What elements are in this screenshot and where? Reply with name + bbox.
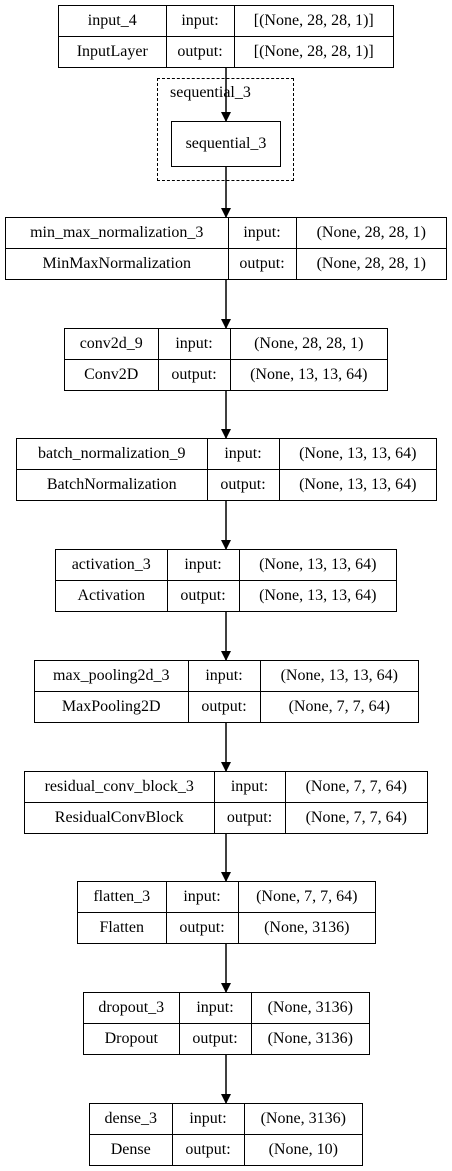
output-label: output: [227, 248, 297, 279]
output-shape: (None, 3136) [250, 1023, 369, 1054]
cluster-label: sequential_3 [170, 84, 251, 101]
layer-name: dropout_3 [84, 993, 180, 1024]
input-label: input: [165, 6, 235, 37]
output-shape: (None, 13, 13, 64) [238, 580, 396, 611]
input-shape: (None, 3136) [250, 993, 369, 1024]
output-label: output: [171, 1134, 245, 1165]
output-label: output: [206, 469, 280, 500]
layer-name: flatten_3 [78, 882, 167, 913]
input-shape: (None, 7, 7, 64) [237, 882, 375, 913]
output-shape: (None, 3136) [237, 912, 375, 943]
input-label: input: [213, 772, 286, 803]
output-shape: (None, 7, 7, 64) [284, 802, 427, 833]
input-label: input: [178, 993, 252, 1024]
layer-name: activation_3 [56, 550, 168, 581]
sequential-node[interactable]: sequential_3 [171, 121, 281, 167]
output-label: output: [157, 359, 231, 390]
output-shape: (None, 7, 7, 64) [259, 691, 418, 722]
input-label: input: [171, 1104, 245, 1135]
layer-class: ResidualConvBlock [25, 802, 215, 833]
output-shape: [(None, 28, 28, 1)] [233, 36, 393, 67]
input-shape: (None, 28, 28, 1) [229, 329, 387, 360]
input-shape: (None, 13, 13, 64) [278, 439, 436, 470]
layer-name: min_max_normalization_3 [6, 218, 229, 249]
output-shape: (None, 13, 13, 64) [278, 469, 436, 500]
layer-class: Activation [56, 580, 168, 611]
input-label: input: [227, 218, 297, 249]
layer-name: dense_3 [90, 1104, 173, 1135]
input-shape: (None, 3136) [243, 1104, 362, 1135]
layer-name: residual_conv_block_3 [25, 772, 215, 803]
sequential-cluster: sequential_3 [157, 78, 294, 181]
input-label: input: [166, 550, 240, 581]
output-label: output: [187, 691, 261, 722]
input-label: input: [206, 439, 280, 470]
layer-node-input[interactable]: input_4 input: [(None, 28, 28, 1)] Input… [58, 5, 394, 68]
layer-class: Conv2D [65, 359, 159, 390]
layer-class: BatchNormalization [17, 469, 208, 500]
layer-class: MaxPooling2D [35, 691, 189, 722]
layer-name: input_4 [59, 6, 167, 37]
input-shape: (None, 7, 7, 64) [284, 772, 427, 803]
input-shape: (None, 28, 28, 1) [295, 218, 446, 249]
input-shape: [(None, 28, 28, 1)] [233, 6, 393, 37]
input-shape: (None, 13, 13, 64) [238, 550, 396, 581]
input-label: input: [187, 661, 261, 692]
input-label: input: [165, 882, 239, 913]
layer-name: conv2d_9 [65, 329, 159, 360]
input-shape: (None, 13, 13, 64) [259, 661, 418, 692]
layer-class: Flatten [78, 912, 167, 943]
output-shape: (None, 10) [243, 1134, 362, 1165]
input-label: input: [157, 329, 231, 360]
layer-class: InputLayer [59, 36, 167, 67]
layer-class: MinMaxNormalization [6, 248, 229, 279]
output-label: output: [213, 802, 286, 833]
output-label: output: [178, 1023, 252, 1054]
layer-class: Dense [90, 1134, 173, 1165]
layer-name: max_pooling2d_3 [35, 661, 189, 692]
output-label: output: [165, 36, 235, 67]
output-label: output: [166, 580, 240, 611]
output-label: output: [165, 912, 239, 943]
output-shape: (None, 28, 28, 1) [295, 248, 446, 279]
layer-class: Dropout [84, 1023, 180, 1054]
layer-name: batch_normalization_9 [17, 439, 208, 470]
output-shape: (None, 13, 13, 64) [229, 359, 387, 390]
